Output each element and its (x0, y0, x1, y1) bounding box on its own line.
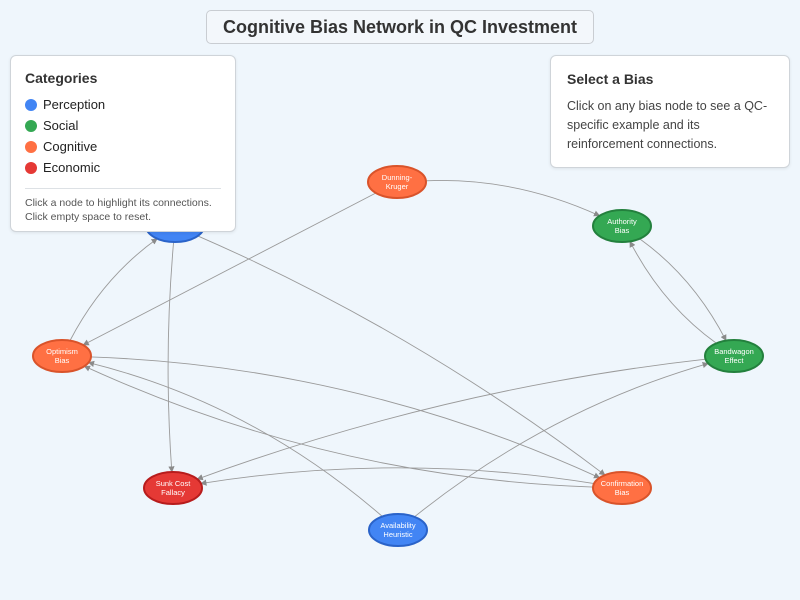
legend-label-economic: Economic (43, 160, 101, 175)
legend-title: Categories (25, 70, 98, 86)
legend-label-perception: Perception (43, 97, 106, 112)
node-availability-label-line-2: Heuristic (383, 530, 412, 539)
legend-instruction-line-1: Click a node to highlight its connection… (25, 197, 212, 209)
edge-anchoring-to-confirmation (197, 235, 606, 476)
edge-anchoring-to-sunk (167, 241, 175, 473)
node-dunning-shape[interactable] (367, 165, 427, 199)
legend-item-social: Social (25, 115, 221, 136)
legend-divider (25, 188, 221, 189)
node-dunning[interactable]: Dunning-Kruger (367, 165, 427, 199)
node-optimism-shape[interactable] (32, 339, 92, 373)
edge-dunning-to-optimism (82, 192, 377, 346)
node-authority-label-line-2: Bias (615, 226, 630, 235)
legend-dot-perception (25, 98, 37, 111)
diagram-title-text: Cognitive Bias Network in QC Investment (222, 16, 578, 37)
legend-label-social: Social (43, 118, 79, 133)
edge-availability-to-bandwagon (414, 361, 709, 518)
node-availability-shape[interactable] (368, 513, 428, 547)
legend-panel: Categories Perception Social Cognitive E… (10, 55, 236, 232)
edge-confirmation-to-sunk (200, 467, 595, 486)
edge-availability-to-optimism (87, 360, 383, 517)
info-panel-body: Click on any bias node to see a QC-speci… (567, 99, 768, 151)
edge-dunning-to-authority (425, 180, 601, 217)
node-dunning-label-line-1: Dunning- (382, 173, 413, 182)
node-sunk-shape[interactable] (143, 471, 203, 505)
info-panel: Select a Bias Click on any bias node to … (550, 55, 790, 168)
node-authority-label-line-1: Authority (607, 217, 637, 226)
node-optimism-label-line-2: Bias (55, 356, 70, 365)
legend-dot-social (25, 119, 37, 132)
node-bandwagon-label-line-2: Effect (724, 356, 744, 365)
node-bandwagon-shape[interactable] (704, 339, 764, 373)
legend-item-economic: Economic (25, 157, 221, 178)
legend-dot-cognitive (25, 140, 37, 153)
edge-authority-to-bandwagon (639, 238, 727, 342)
legend-label-cognitive: Cognitive (43, 139, 98, 154)
edge-layer (69, 180, 727, 518)
legend-instruction-line-2: Click empty space to reset. (25, 211, 152, 223)
diagram-title: Cognitive Bias Network in QC Investment (206, 10, 594, 44)
info-panel-title: Select a Bias (567, 71, 654, 87)
node-optimism-label-line-1: Optimism (46, 347, 78, 356)
legend-dot-economic (25, 161, 37, 174)
node-confirmation-label-line-1: Confirmation (601, 479, 644, 488)
edge-optimism-to-anchoring (69, 238, 158, 341)
node-authority-shape[interactable] (592, 209, 652, 243)
node-confirmation-shape[interactable] (592, 471, 652, 505)
node-bandwagon-label-line-1: Bandwagon (714, 347, 754, 356)
edge-bandwagon-to-authority (629, 240, 717, 344)
edge-bandwagon-to-sunk (196, 358, 706, 481)
node-availability-label-line-1: Availability (380, 521, 416, 530)
node-sunk-label-line-2: Fallacy (161, 488, 185, 497)
edge-optimism-to-confirmation (90, 356, 601, 479)
legend-instructions: Click a node to highlight its connection… (25, 196, 221, 224)
node-dunning-label-line-2: Kruger (386, 182, 409, 191)
legend-item-cognitive: Cognitive (25, 136, 221, 157)
node-confirmation-label-line-2: Bias (615, 488, 630, 497)
node-sunk-label-line-1: Sunk Cost (156, 479, 192, 488)
edge-confirmation-to-optimism (83, 365, 594, 488)
legend-item-perception: Perception (25, 94, 221, 115)
